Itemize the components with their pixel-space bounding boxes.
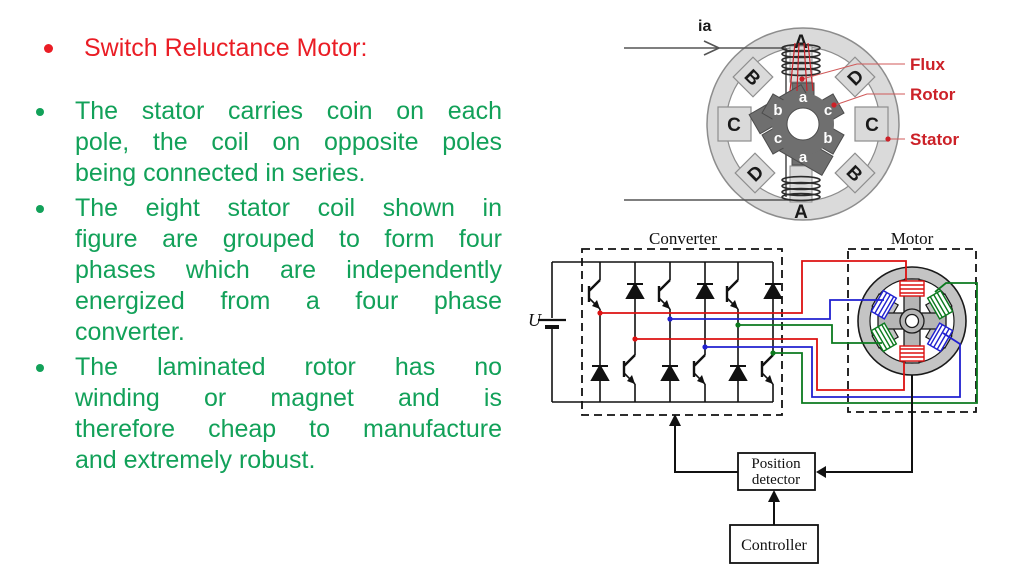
bullet-line: phases which are independently <box>75 256 502 284</box>
drive-circuit-svg: Converter Motor U <box>528 229 978 564</box>
transistor-icons-bottom <box>622 354 774 385</box>
drive-circuit-figure: Converter Motor U <box>520 228 1024 576</box>
rotor-letter-upper-right: c <box>824 102 832 119</box>
phase-wire-red-2 <box>635 338 905 391</box>
phase-wire-red-1 <box>600 260 907 314</box>
converter-box <box>581 248 783 416</box>
converter-label: Converter <box>649 229 717 248</box>
slide-title-row: Switch Reluctance Motor: <box>44 33 367 63</box>
feedback-arrowheads <box>669 414 826 502</box>
flux-callout-dot <box>799 76 805 82</box>
stator-letter-right: C <box>865 115 879 136</box>
bullet-item: The laminated rotor has no winding or mag… <box>36 352 502 476</box>
stator-callout-dot <box>885 136 891 142</box>
rotor-letter-upper-left: b <box>773 102 782 119</box>
bullet-dot-icon <box>36 364 44 372</box>
stator-label: Stator <box>910 130 960 149</box>
stator-letter-bottom: A <box>794 202 808 223</box>
bullet-text: The eight stator coil shown in figure are… <box>75 193 502 348</box>
callout-leaders <box>801 63 905 140</box>
motor-assembly <box>857 266 967 376</box>
rotor-letter-top: a <box>799 89 808 106</box>
arrow-into-position-detector-bottom <box>768 490 780 502</box>
position-detector-label-2: detector <box>752 472 800 488</box>
supply-voltage-label: U <box>528 310 542 330</box>
bullet-dot-icon <box>36 108 44 116</box>
coil-top <box>781 43 821 77</box>
bullet-line: The stator carries coin on each <box>75 97 502 125</box>
bullet-line: and extremely robust. <box>75 446 316 474</box>
motor-cross-section-svg: A D C B A D C B <box>624 18 960 223</box>
rotor-pole-letters: a c b a c b <box>773 89 832 166</box>
bullet-line: The eight stator coil shown in <box>75 194 502 222</box>
phase-wire-blue-2 <box>705 332 961 398</box>
controller-box <box>729 524 819 564</box>
rotor-label: Rotor <box>910 85 956 104</box>
arrow-into-position-detector <box>816 466 826 478</box>
slide-title: Switch Reluctance Motor: <box>84 34 368 62</box>
position-detector-label-1: Position <box>751 456 801 472</box>
flux-lines <box>789 42 814 92</box>
controller-label: Controller <box>741 537 807 554</box>
bullet-line: therefore cheap to manufacture <box>75 415 502 443</box>
bullet-line: energized from a four phase <box>75 287 502 315</box>
motor-box-label: Motor <box>891 229 934 248</box>
bullet-line: converter. <box>75 318 185 346</box>
rotor-callout-dot <box>831 102 837 108</box>
title-bullet-icon <box>44 44 53 53</box>
emitter-arrowheads <box>592 300 773 384</box>
phase-tap-dots <box>597 310 776 356</box>
phase-wire-green-2 <box>773 282 978 404</box>
arrow-into-converter <box>669 414 681 426</box>
current-ia-label: ia <box>698 18 711 35</box>
bullet-item: The eight stator coil shown in figure are… <box>36 193 502 348</box>
bullet-line: pole, the coil on opposite poles <box>75 128 502 156</box>
rotor-letter-bottom: a <box>799 149 808 166</box>
rotor-letter-lower-left: c <box>774 130 782 147</box>
motor-cross-section-figure: A D C B A D C B <box>620 0 1024 226</box>
bullet-text: The laminated rotor has no winding or mag… <box>75 352 502 476</box>
phase-wire-green-1 <box>738 324 882 344</box>
position-detector-box <box>737 452 816 491</box>
stator-letter-left: C <box>727 115 741 136</box>
flux-label: Flux <box>910 55 945 74</box>
phase-wire-blue-1 <box>670 299 884 320</box>
phase-wires <box>600 260 978 404</box>
callout-labels: Flux Rotor Stator <box>910 55 960 149</box>
bullet-item: The stator carries coin on each pole, the… <box>36 96 502 189</box>
rotor: a c b a c b <box>748 82 845 176</box>
bullet-line: The laminated rotor has no <box>75 353 502 381</box>
feedback-lines <box>674 375 913 525</box>
bullet-text: The stator carries coin on each pole, the… <box>75 96 502 189</box>
coil-bottom <box>781 175 821 202</box>
motor-coils <box>870 280 954 362</box>
bullet-line: figure are grouped to form four <box>75 225 502 253</box>
dc-source <box>538 261 773 403</box>
bullet-line: being connected in series. <box>75 159 366 187</box>
bullet-dot-icon <box>36 205 44 213</box>
diode-icons <box>590 281 783 381</box>
bullet-line: winding or magnet and is <box>75 384 502 412</box>
bullet-list: The stator carries coin on each pole, the… <box>36 96 502 480</box>
rotor-letter-lower-right: b <box>823 130 832 147</box>
